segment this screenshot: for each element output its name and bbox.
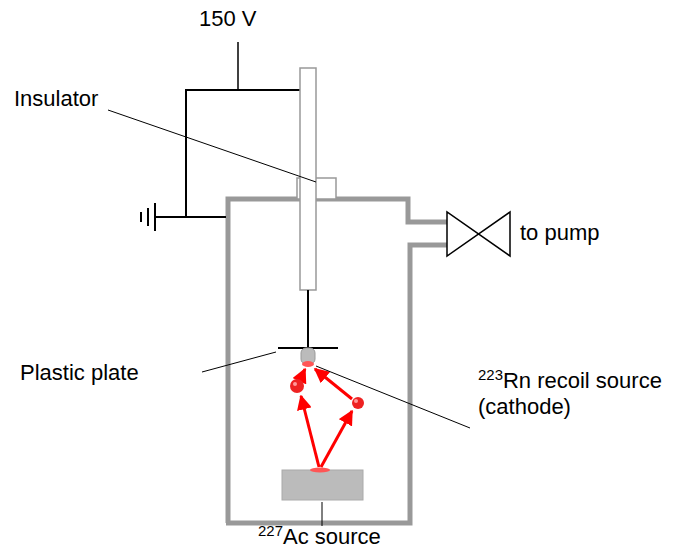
electrode-wire <box>307 290 309 348</box>
ground-symbol <box>154 203 156 231</box>
part-label: Plastic plate <box>20 360 139 386</box>
leader-line <box>237 42 239 90</box>
part-label: 223Rn recoil source (cathode) <box>478 368 678 421</box>
part-label: to pump <box>520 220 600 246</box>
cathode-spot <box>302 361 314 367</box>
leader-line <box>322 502 323 526</box>
rn-atom <box>354 399 358 403</box>
recoil-arrow <box>300 369 305 380</box>
valve-symbol <box>447 212 510 256</box>
leader-line <box>108 110 316 182</box>
rn-atom <box>290 379 304 393</box>
part-label: Insulator <box>14 86 98 112</box>
wire <box>186 90 301 217</box>
ac-source <box>282 470 363 500</box>
chamber-wall <box>226 245 447 523</box>
rn-atom <box>293 382 297 386</box>
recoil-arrow <box>321 411 352 467</box>
voltage-label: 150 V <box>199 6 257 32</box>
wire <box>155 216 186 218</box>
chamber-wall <box>228 199 447 523</box>
rn-atom <box>352 397 364 409</box>
source-spot <box>310 468 330 473</box>
part-label: 227Ac source <box>258 524 381 550</box>
ground-symbol <box>147 208 149 226</box>
ground-symbol <box>140 212 142 222</box>
recoil-arrow <box>301 396 319 467</box>
leader-line <box>202 352 276 372</box>
leader-line <box>316 366 470 428</box>
